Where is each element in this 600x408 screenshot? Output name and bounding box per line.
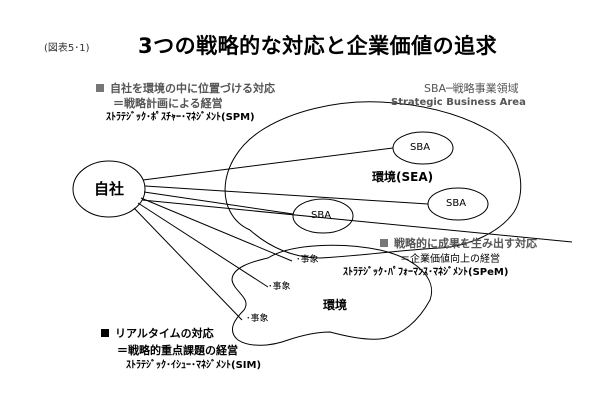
spm-subheading: ＝戦略計画による経営	[113, 97, 223, 110]
square-bullet-icon	[380, 239, 388, 247]
sba-circle-3	[292, 198, 354, 234]
link-environment	[141, 199, 573, 243]
page-title: 3つの戦略的な対応と企業価値の追求	[138, 34, 498, 58]
spm-heading: 自社を環境の中に位置づける対応	[110, 82, 275, 95]
company-label: 自社	[94, 180, 125, 198]
sba-label-2: SBA	[446, 198, 467, 209]
square-bullet-icon	[96, 84, 104, 92]
link-business-2	[137, 202, 269, 288]
sim-heading-row: リアルタイムの対応	[101, 328, 214, 339]
sba-legend-title: SBA─戦略事業領域	[424, 82, 519, 95]
sba-label-3: SBA	[311, 210, 332, 221]
business-item-1: ･事象	[296, 255, 319, 265]
figure-label: (図表5･1)	[44, 43, 90, 54]
sim-heading: リアルタイムの対応	[115, 327, 214, 340]
company-circle	[72, 160, 146, 218]
business-item-2: ･事象	[268, 282, 291, 292]
spem-subheading: ＝企業価値向上の経営	[400, 254, 500, 265]
link-sba-1	[142, 147, 394, 181]
square-bullet-icon	[101, 329, 109, 337]
spem-heading: 戦略的に成果を生み出す対応	[394, 237, 537, 250]
environment-sea-label: 環境(SEA)	[372, 170, 434, 184]
sim-subheading: ＝戦略的重点課題の経営	[117, 344, 238, 357]
link-business-3	[133, 207, 243, 321]
business-item-3: ･事象	[246, 314, 269, 324]
spm-english: ｽﾄﾗﾃｼﾞｯｸ･ﾎﾟｽﾁｬｰ･ﾏﾈｼﾞﾒﾝﾄ(SPM)	[106, 112, 255, 123]
environment-business-label: 環境	[323, 298, 348, 312]
spem-heading-row: 戦略的に成果を生み出す対応	[380, 238, 537, 249]
environment-business-boundary	[231, 244, 432, 346]
sba-label-1: SBA	[410, 142, 431, 153]
environment-sea-boundary	[224, 101, 522, 259]
link-business-1	[140, 197, 293, 262]
sba-legend-english: Strategic Business Area	[391, 97, 526, 108]
link-sba-3	[143, 191, 294, 215]
spm-heading-row: 自社を環境の中に位置づける対応	[96, 83, 275, 94]
spem-english: ｽﾄﾗﾃｼﾞｯｸ･ﾊﾟﾌｫｰﾏﾝｽ･ﾏﾈｼﾞﾒﾝﾄ(SPeM)	[343, 267, 509, 278]
link-sba-2	[144, 185, 429, 205]
sim-english: ｽﾄﾗﾃｼﾞｯｸ･ｲｼｭｰ･ﾏﾈｼﾞﾒﾝﾄ(SIM)	[126, 360, 262, 371]
